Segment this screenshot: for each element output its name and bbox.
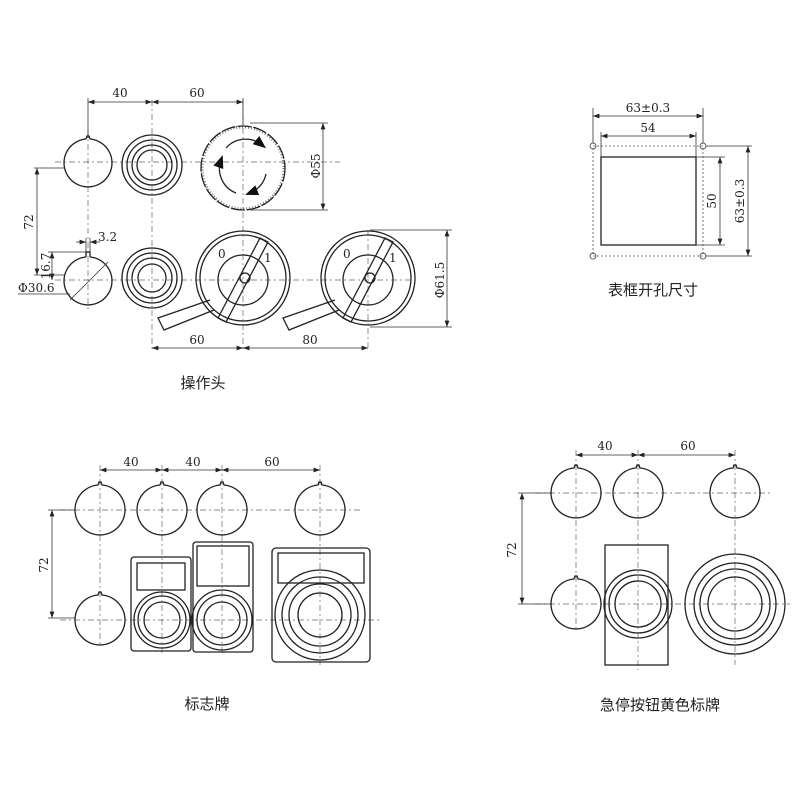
switch-mark-0: 0: [218, 247, 226, 261]
dim-60: 60: [264, 455, 279, 469]
section-label: 操作头: [180, 374, 225, 392]
dim-72: 72: [37, 557, 51, 572]
switch-mark-1: 1: [389, 251, 397, 265]
ringed-head-bottom: [121, 247, 183, 309]
dim-phi61-5: Φ61.5: [433, 262, 447, 299]
nameplate-medium: [191, 541, 254, 653]
dim-72: 72: [22, 214, 36, 229]
operator-heads-section: 40 60 Φ55 72: [18, 86, 452, 392]
dim-60: 60: [189, 86, 204, 100]
panel-cutout-section: 63±0.3 54 50 63±0.3 表框开孔尺寸: [589, 101, 752, 299]
dim-40: 40: [123, 455, 138, 469]
dim-40: 40: [112, 86, 127, 100]
switch-mark-0: 0: [343, 247, 351, 261]
head-circle: [550, 464, 761, 630]
flush-head-top: [63, 135, 113, 188]
section-label: 表框开孔尺寸: [608, 281, 698, 299]
flush-head-bottom: [63, 251, 113, 306]
selector-switch-head-1: 0 1: [157, 230, 291, 331]
dim-72: 72: [505, 542, 519, 557]
section-label: 急停按钮黄色标牌: [600, 696, 720, 714]
section-label: 标志牌: [184, 695, 229, 713]
head-circle: [74, 481, 346, 646]
dim-phi30-6: Φ30.6: [18, 281, 55, 295]
mounting-hole: [589, 142, 707, 260]
nameplate-small: [130, 556, 192, 652]
estop-plate-round: [684, 553, 786, 655]
dim-phi55: Φ55: [309, 153, 323, 178]
ringed-head-top: [121, 134, 183, 196]
emergency-stop-head: [200, 125, 286, 211]
dim-60-bottom: 60: [189, 333, 204, 347]
dim-80: 80: [302, 333, 317, 347]
dim-40: 40: [597, 439, 612, 453]
dim-40: 40: [185, 455, 200, 469]
dim-inner-width: 54: [640, 121, 656, 135]
switch-mark-1: 1: [264, 251, 272, 265]
selector-switch-head-2: 0 1: [282, 230, 416, 331]
dim-60: 60: [680, 439, 695, 453]
dim-outer-height: 63±0.3: [733, 179, 747, 223]
dim-outer-width: 63±0.3: [626, 101, 670, 115]
estop-plates-section: 40 60 72 急停按钮黄色标牌: [505, 439, 790, 714]
nameplates-section: 40 40 60 72 标志牌: [37, 455, 380, 713]
estop-plate-square: [603, 544, 673, 666]
dim-inner-height: 50: [705, 193, 719, 208]
dim-3-2: 3.2: [98, 230, 117, 244]
nameplate-large: [271, 547, 371, 663]
dim-16-7: 16.7: [39, 253, 53, 280]
